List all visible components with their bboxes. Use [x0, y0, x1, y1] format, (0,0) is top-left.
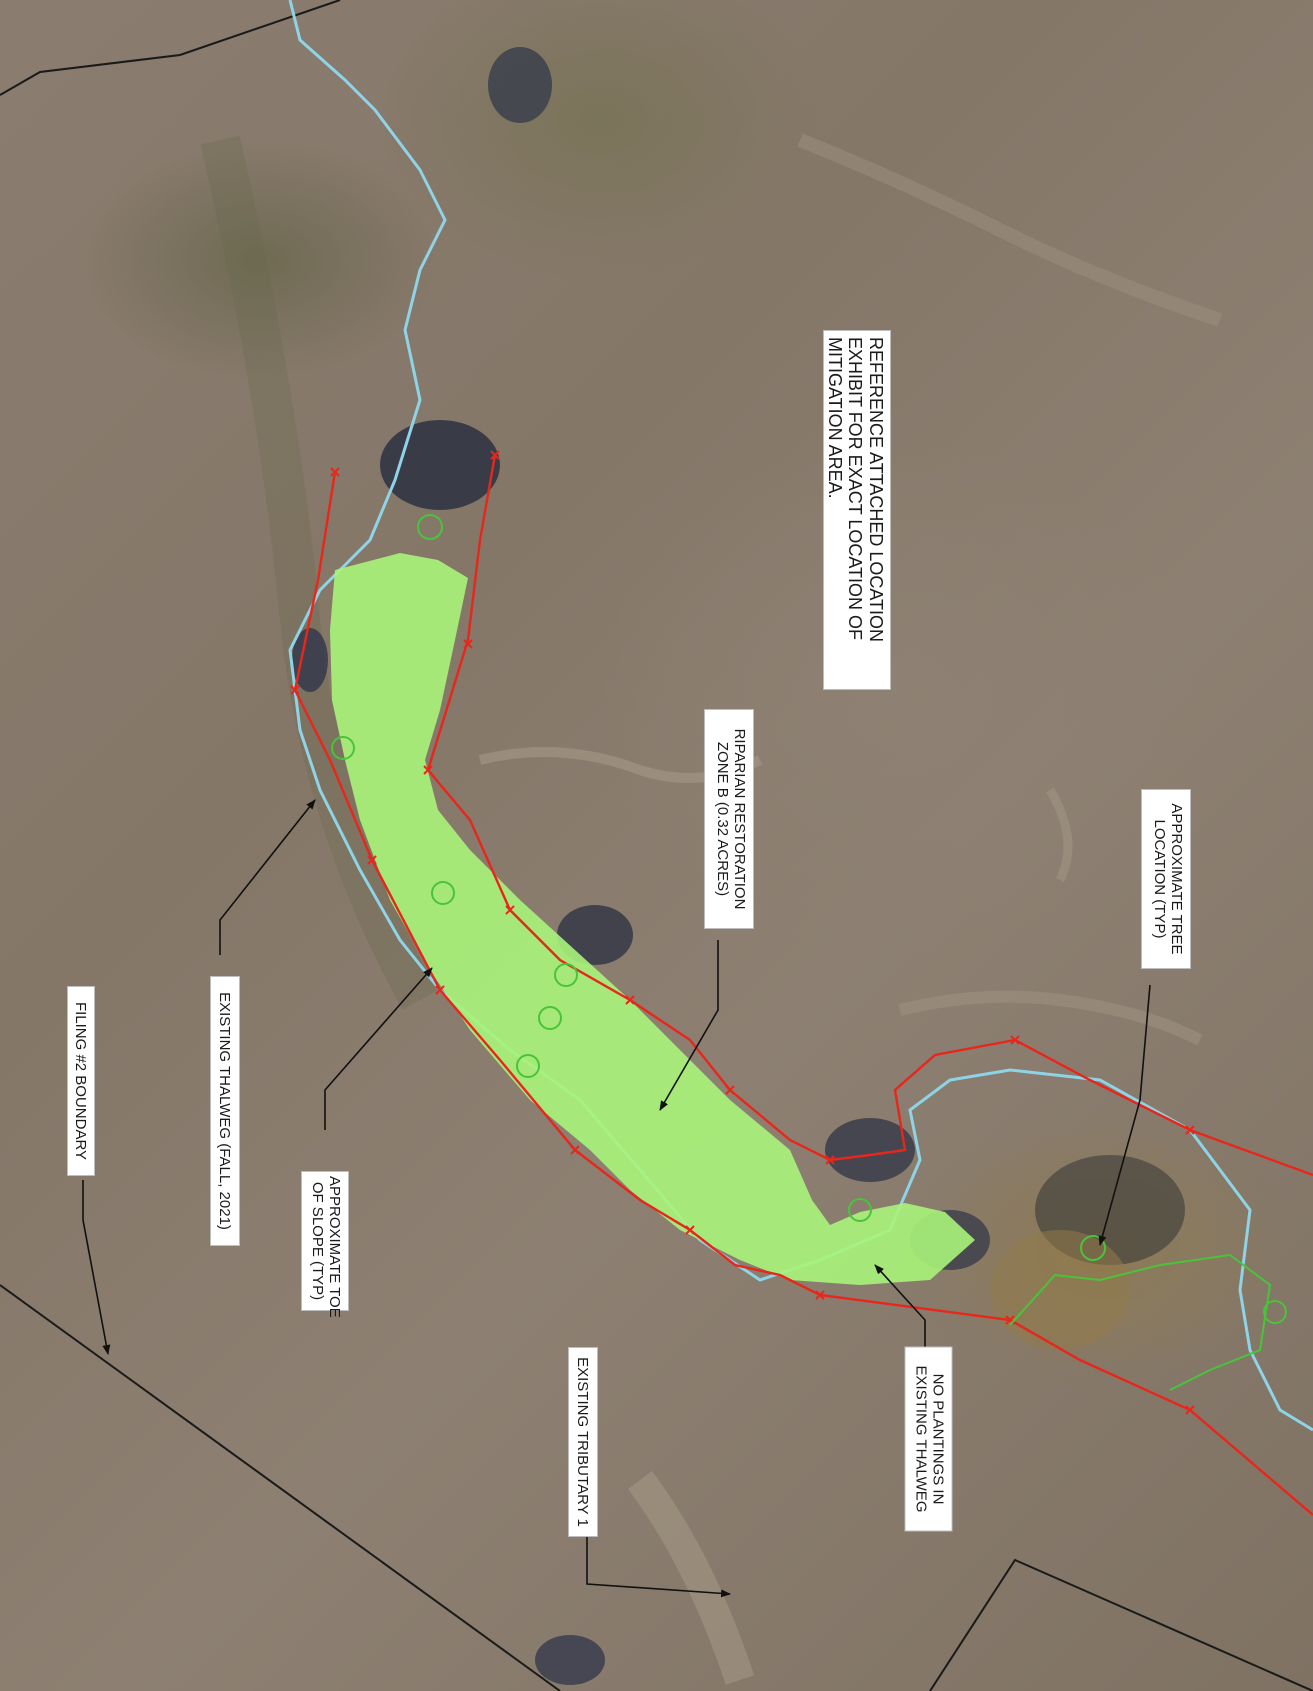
thalweg-leader — [219, 799, 316, 955]
tree-marker — [554, 963, 578, 987]
toe-of-slope-leader — [324, 967, 433, 1130]
tree-locations — [331, 514, 1287, 1324]
reference-note-label: REFERENCE ATTACHED LOCATION EXHIBIT FOR … — [823, 330, 891, 690]
tree-marker — [516, 1054, 540, 1078]
tree-marker — [848, 1198, 872, 1222]
tree-marker — [417, 514, 443, 540]
filing-boundary-label: FILING #2 BOUNDARY — [67, 986, 95, 1176]
tree-marker — [1263, 1300, 1287, 1324]
riparian-restoration-zone — [330, 553, 975, 1285]
filing-boundary-leader — [82, 1180, 111, 1355]
toe-of-slope-label: APPROXIMATE TOE OF SLOPE (TYP) — [301, 1171, 349, 1318]
tree-marker — [431, 881, 455, 905]
toe-of-slope-boundary — [293, 454, 1313, 1516]
riparian-zone-leader — [659, 940, 719, 1111]
planting-boundary — [1009, 1253, 1272, 1391]
tree-marker — [331, 736, 355, 760]
tree-marker — [538, 1006, 562, 1030]
no-plantings-label: NO PLANTINGS IN EXISTING THALWEG — [904, 1346, 953, 1532]
existing-tributary-label: EXISTING TRIBUTARY 1 — [568, 1347, 598, 1537]
terrain-texture — [200, 133, 1223, 1685]
vegetation — [292, 47, 1185, 1685]
tree-marker — [1080, 1235, 1106, 1261]
existing-thalweg-label: EXISTING THALWEG (FALL, 2021) — [210, 976, 240, 1246]
leader-lines — [82, 799, 1151, 1598]
riparian-zone-label: RIPARIAN RESTORATION ZONE B (0.32 ACRES) — [704, 709, 754, 929]
tributary-leader — [586, 1535, 731, 1598]
tree-location-leader — [1098, 984, 1151, 1246]
tree-location-label: APPROXIMATE TREE LOCATION (TYP) — [1141, 789, 1191, 969]
boundary-ticks — [290, 450, 1195, 1415]
